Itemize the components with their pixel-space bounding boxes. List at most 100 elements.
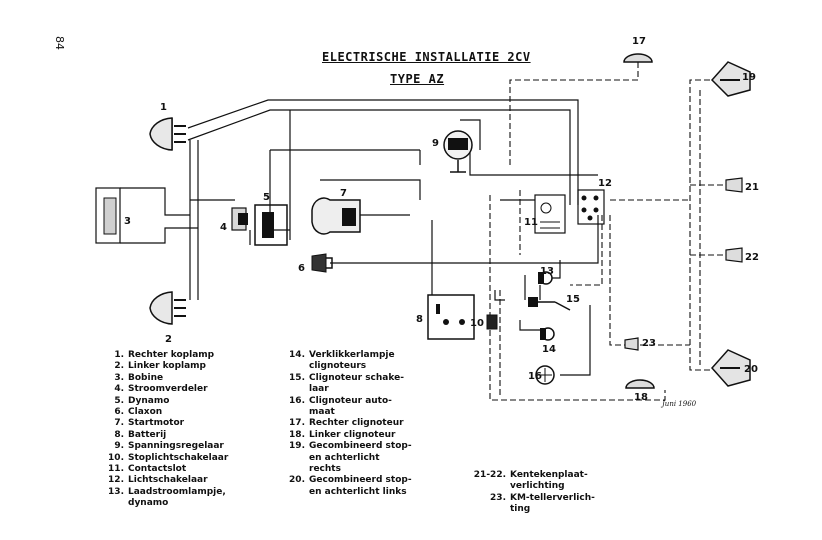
legend-item: 21-22.Kentekenplaat- verlichting: [470, 470, 595, 493]
legend-item-text: Laadstroomlampje, dynamo: [128, 486, 226, 509]
coil-icon: [95, 187, 121, 244]
legend-item: 6. Claxon: [104, 407, 228, 418]
legend-item-text: Gecombineerd stop- en achterlicht rechts: [309, 441, 412, 475]
legend-item-number: 13.: [108, 486, 124, 497]
legend-item-number: 21-22.: [473, 470, 506, 480]
legend-item-number: 10.: [108, 452, 124, 463]
label-1: 1: [160, 102, 167, 113]
legend-item-text: Batterij: [128, 429, 167, 440]
legend-item-number: 7.: [114, 418, 124, 429]
light-switch-icon: [577, 189, 605, 225]
label-22: 22: [745, 252, 759, 263]
wire-rear-lights: [689, 79, 710, 371]
legend-item: 18.Linker clignoteur: [283, 430, 412, 441]
label-19: 19: [742, 72, 756, 83]
legend-item: 20.Gecombineerd stop- en achterlicht lin…: [283, 475, 412, 498]
legend-item-text: Linker koplamp: [128, 361, 206, 372]
label-6: 6: [298, 263, 305, 274]
ignition-switch-icon: [534, 194, 566, 234]
legend-item: 5.Dynamo: [104, 396, 228, 407]
legend-item-number: 20.: [289, 475, 305, 486]
legend-item: 7. Startmotor: [104, 418, 228, 429]
legend-item-number: 8.: [114, 429, 124, 440]
legend-item-text: Startmotor: [128, 418, 185, 429]
legend-item-number: 6.: [114, 407, 124, 418]
indicator-switch-icon: [528, 297, 571, 311]
legend-item-text: Dynamo: [128, 395, 170, 406]
legend-item-number: 14.: [289, 350, 305, 360]
legend-item: 13. Laadstroomlampje, dynamo: [104, 487, 228, 510]
legend-item-text: Spanningsregelaar: [128, 441, 224, 452]
legend-item-text: Stroomverdeler: [128, 384, 208, 395]
starter-motor-icon: [311, 197, 361, 235]
legend-item-text: Clignoteur schake- laar: [309, 372, 404, 395]
label-2: 2: [165, 334, 172, 345]
rear-light-left-icon: [710, 349, 751, 387]
wire-reg-right: [460, 119, 481, 150]
horn-icon: [311, 253, 333, 273]
label-7: 7: [340, 188, 347, 199]
legend-item-text: Contactslot: [128, 464, 187, 475]
wire-left-indicator: [489, 195, 666, 401]
label-21: 21: [745, 182, 759, 193]
legend-item-text: Rechter clignoteur: [309, 418, 404, 429]
label-14: 14: [542, 344, 556, 355]
label-20: 20: [744, 364, 758, 375]
legend-item-number: 18.: [289, 429, 305, 440]
wire-starter-top: [320, 179, 421, 200]
indicator-warning-lamp-icon: [540, 327, 555, 341]
legend-item: 10. Stoplichtschakelaar: [104, 453, 228, 464]
left-headlamp-icon: [149, 291, 186, 325]
label-23: 23: [642, 338, 656, 349]
label-5: 5: [263, 192, 270, 203]
legend-item: 15. Clignoteur schake- laar: [283, 373, 412, 396]
legend-item-number: 4.: [114, 384, 124, 395]
legend-item-number: 15.: [289, 372, 305, 383]
left-indicator-icon: [625, 379, 655, 389]
label-11: 11: [524, 217, 538, 228]
legend-item-text: Clignoteur auto- maat: [309, 395, 392, 418]
legend-item: 17.Rechter clignoteur: [283, 418, 412, 429]
legend-item-number: 12.: [108, 475, 124, 486]
legend-item: 19. Gecombineerd stop- en achterlicht rec…: [283, 441, 412, 475]
legend-item-text: Claxon: [128, 407, 163, 418]
distributor-icon: [231, 207, 248, 231]
plate-light-icon: [725, 247, 743, 263]
legend-item-number: 3.: [114, 372, 124, 383]
legend-item: 3. Bobine: [104, 373, 228, 384]
legend-item: 8. Batterij: [104, 430, 228, 441]
label-8: 8: [416, 314, 423, 325]
legend-item: 9. Spanningsregelaar: [104, 441, 228, 452]
legend-item-text: Bobine: [128, 372, 164, 383]
legend-item: 2.Linker koplamp: [104, 361, 228, 372]
stoplight-switch-icon: [486, 314, 498, 330]
wire-harness-top: [187, 99, 579, 205]
charge-warning-lamp-icon: [538, 271, 553, 285]
label-16: 16: [528, 371, 542, 382]
label-18: 18: [634, 392, 648, 403]
label-12: 12: [598, 178, 612, 189]
legend-item-number: 19.: [289, 441, 305, 452]
date-note: Juni 1960: [662, 400, 697, 408]
flasher-unit-icon: [535, 365, 555, 385]
legend-item-text: KM-tellerverlich- ting: [510, 492, 595, 515]
legend-item: 16. Clignoteur auto- maat: [283, 396, 412, 419]
wire-horn: [330, 215, 599, 264]
diagram-title: ELECTRISCHE INSTALLATIE 2CV: [322, 50, 531, 64]
legend-item-number: 16.: [289, 395, 305, 406]
label-3: 3: [124, 216, 131, 227]
plate-light-icon: [725, 177, 743, 193]
label-4: 4: [220, 222, 227, 233]
legend-item-number: 9.: [114, 441, 124, 452]
legend-item: 14.Verklikkerlampje clignoteurs: [283, 350, 412, 373]
label-17: 17: [632, 36, 646, 47]
legend-item-text: Stoplichtschakelaar: [128, 452, 229, 463]
right-indicator-icon: [623, 53, 653, 63]
label-13: 13: [540, 266, 554, 277]
legend-item-text: Lichtschakelaar: [128, 475, 208, 486]
legend-item-number: 1.: [114, 350, 124, 360]
label-10: 10: [470, 318, 484, 329]
speedometer-light-icon: [624, 337, 639, 351]
